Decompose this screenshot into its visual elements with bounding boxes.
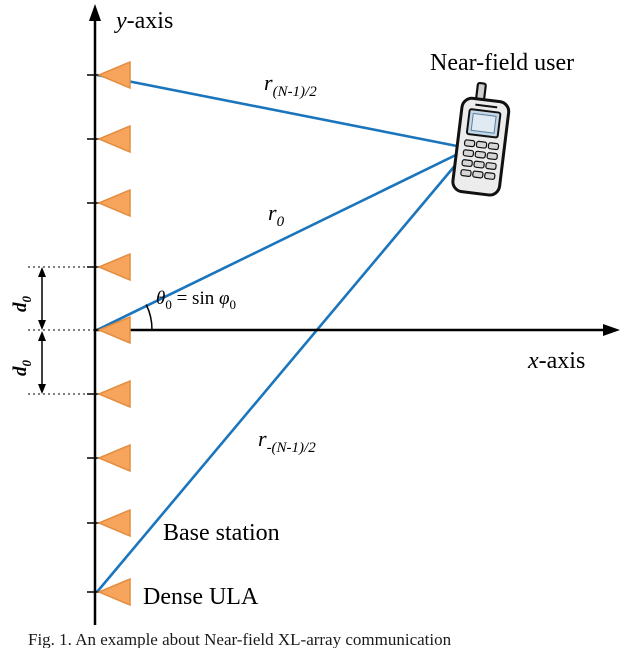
angle-arc [145,304,153,331]
antenna-icon [97,188,131,218]
angle-label: θ0 = sin φ0 [156,288,236,312]
antenna-icon [97,443,131,473]
d0-guide-lines [28,266,95,395]
antenna-icon [97,124,131,154]
antenna-icon [97,315,131,345]
antenna-icon [97,252,131,282]
x-axis-label: x-axis [527,348,585,374]
antenna-icon [97,508,131,538]
antenna-icon [97,60,131,90]
range-lines [96,73,464,593]
x-axis-arrowhead [603,324,620,336]
figure-caption: Fig. 1. An example about Near-field XL-a… [28,630,452,648]
r-top-label: r(N-1)/2 [264,70,317,100]
range-line-r0 [96,150,463,332]
r0-label: r0 [268,200,285,230]
d0-arrow-top [38,267,46,330]
range-line-top [96,73,463,149]
antenna-icon [97,379,131,409]
y-axis-label: y-axis [114,8,173,34]
phone-icon [451,81,511,197]
r-bottom-label: r-(N-1)/2 [258,426,316,456]
d0-label-top: d0 [10,296,34,313]
dense-ula-label: Dense ULA [143,584,259,610]
y-axis-arrowhead [89,4,101,21]
near-field-user-label: Near-field user [430,50,574,76]
antenna-array [97,60,131,607]
d0-arrow-bottom [38,331,46,394]
base-station-label: Base station [163,520,280,546]
d0-label-bottom: d0 [10,360,34,377]
range-line-bottom [96,155,464,593]
antenna-icon [97,577,131,607]
